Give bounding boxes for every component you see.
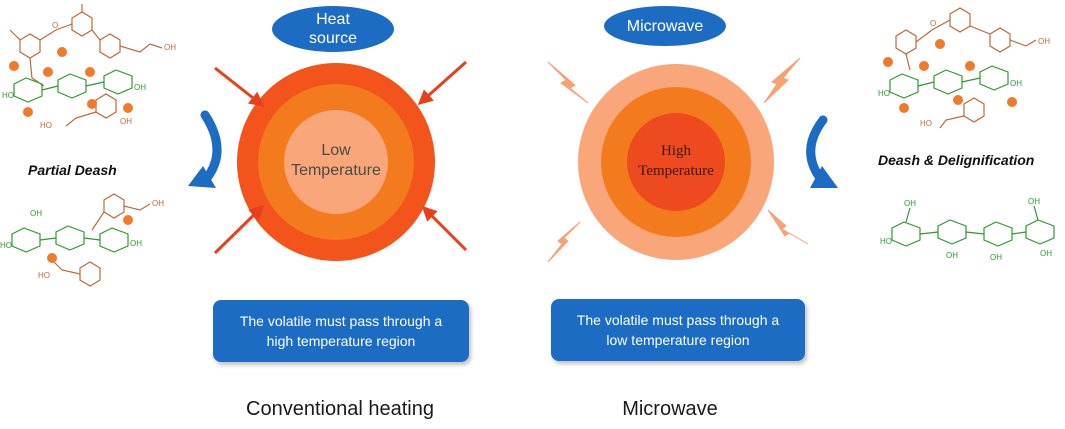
right-curved-arrow	[806, 115, 838, 188]
mol-bl-label-ho1: HO	[0, 241, 12, 250]
particle	[935, 39, 945, 49]
particle	[965, 61, 975, 71]
microwave-bolt-bottom-left	[547, 221, 581, 263]
microwave-note-line1: The volatile must pass through a	[576, 312, 780, 328]
molecule-top-left: O OH OH HO OH HO	[2, 4, 176, 130]
mol-bl-label-oh1: OH	[152, 199, 164, 208]
particle	[23, 107, 33, 117]
mol-tr-label-o1: O	[930, 19, 936, 28]
high-temperature-line1: High	[661, 143, 691, 159]
microwave-caption: Microwave	[622, 398, 718, 420]
microwave-bolt-top-left	[547, 61, 589, 104]
heat-arrow-top-right	[417, 60, 467, 105]
microwave-heating-circle	[578, 64, 774, 260]
particle	[43, 67, 53, 77]
conventional-heating-circle	[237, 63, 435, 261]
mol-tl-label-o1: O	[52, 21, 58, 30]
mol-bl-label-oh3: OH	[30, 209, 42, 218]
mol-tr-label-ho1: HO	[878, 89, 890, 98]
microwave-note-box: The volatile must pass through a low tem…	[551, 299, 805, 361]
mol-br-label-oh4: OH	[1028, 197, 1040, 206]
low-temperature-label: Low Temperature	[284, 138, 388, 184]
particle	[9, 61, 19, 71]
mol-br-label-oh3: OH	[990, 253, 1002, 262]
molecule-top-right: O OH HO OH HO	[878, 7, 1050, 129]
conventional-note-box: The volatile must pass through a high te…	[213, 300, 469, 362]
heat-arrow-bottom-left	[213, 204, 265, 255]
partial-deash-label: Partial Deash	[28, 162, 117, 178]
mol-tl-label-oh3: OH	[134, 83, 146, 92]
left-curved-arrow	[188, 110, 222, 188]
mol-bl-label-oh2: OH	[130, 239, 142, 248]
mol-tr-label-oh1: OH	[1038, 37, 1050, 46]
conventional-heating-caption: Conventional heating	[246, 398, 434, 420]
mol-tl-label-oh2: OH	[120, 117, 132, 126]
molecule-bottom-left: OH HO OH OH HO	[0, 193, 164, 287]
heat-arrow-bottom-right	[421, 205, 468, 252]
mol-br-label-oh5: OH	[1040, 249, 1052, 258]
mol-br-label-ho1: HO	[880, 237, 892, 246]
mol-tl-label-ho1: HO	[2, 91, 14, 100]
heat-source-label-line2: source	[308, 30, 358, 47]
microwave-note-line2: low temperature region	[606, 332, 750, 348]
microwave-source-label: Microwave	[626, 17, 704, 35]
mol-br-label-oh2: OH	[946, 251, 958, 260]
mol-tl-label-oh1: OH	[164, 43, 176, 52]
particle	[883, 57, 893, 67]
high-temperature-label: High Temperature	[624, 138, 728, 184]
particle	[899, 103, 909, 113]
low-temperature-line2: Temperature	[291, 162, 381, 179]
mol-tl-label-ho2: HO	[40, 121, 52, 130]
particle	[47, 253, 57, 263]
particle	[919, 61, 929, 71]
microwave-bolt-top-right	[763, 57, 801, 104]
particle	[953, 95, 963, 105]
mol-br-label-oh1: OH	[904, 199, 916, 208]
conventional-note-line2: high temperature region	[266, 333, 416, 349]
particle	[85, 67, 95, 77]
particle	[123, 215, 133, 225]
low-temperature-line1: Low	[321, 142, 351, 159]
heat-source-label-line1: Heat	[316, 11, 350, 28]
high-temperature-line2: Temperature	[638, 163, 714, 179]
microwave-bolt-bottom-right	[767, 209, 809, 245]
heat-source-oval: Heat source	[272, 6, 394, 52]
microwave-source-oval: Microwave	[604, 6, 726, 46]
particle	[87, 99, 97, 109]
conventional-note-line1: The volatile must pass through a	[239, 313, 443, 329]
heat-arrows	[213, 60, 468, 255]
particle	[123, 103, 133, 113]
molecule-bottom-right: OH HO OH OH OH OH	[880, 197, 1055, 262]
mol-tr-label-oh2: OH	[1010, 79, 1022, 88]
mol-tr-label-ho2: HO	[920, 119, 932, 128]
particle	[1007, 97, 1017, 107]
particle	[57, 47, 67, 57]
deash-delignification-label: Deash & Delignification	[878, 152, 1035, 168]
microwave-bolts	[547, 57, 809, 263]
heat-arrow-top-left	[214, 66, 265, 107]
mol-bl-label-ho2: HO	[38, 271, 50, 280]
